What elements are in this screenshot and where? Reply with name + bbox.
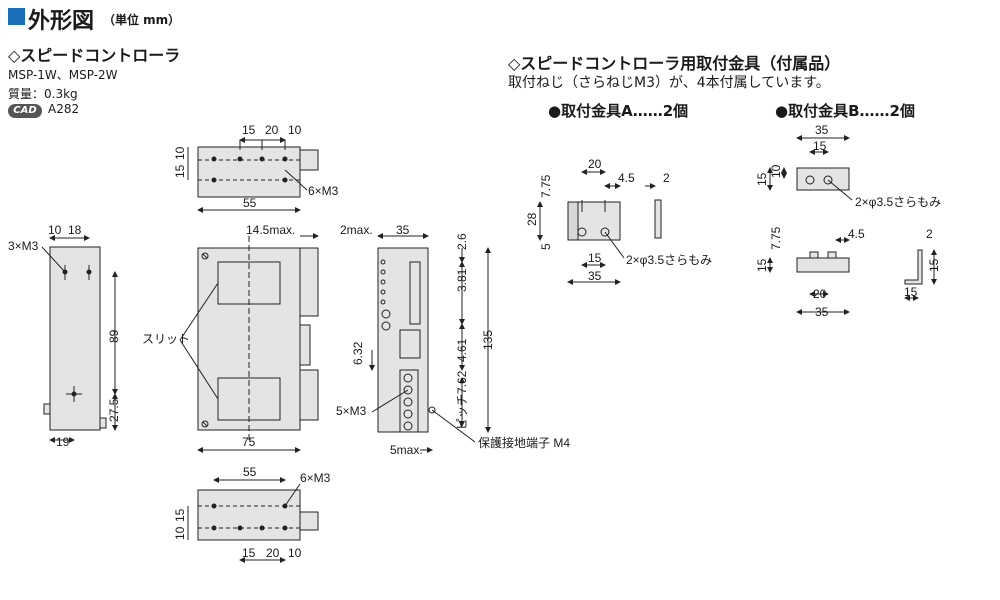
- dim-bot-v10: 10: [173, 526, 187, 540]
- dim-b-35: 35: [815, 123, 829, 137]
- side-body: [49, 246, 101, 431]
- dim-a-35: 35: [588, 269, 602, 283]
- unit-label: （単位 mm）: [103, 13, 181, 27]
- front-view: [179, 233, 319, 453]
- bracket-a-title: ●取付金具A……2個: [548, 102, 689, 120]
- dim-bot-55: 55: [243, 465, 257, 479]
- controller-mass: 質量：0.3kg: [8, 87, 78, 101]
- dim-b-v10: 10: [769, 164, 783, 178]
- dim-r-35: 35: [396, 223, 410, 237]
- dim-front-75: 75: [242, 435, 256, 449]
- dim-b-775: 7.75: [769, 226, 783, 250]
- dim-b-45: 4.5: [848, 227, 865, 241]
- top-view: [187, 137, 319, 213]
- dim-top-6m3: 6×M3: [308, 184, 339, 198]
- dim-r-461: 4.61: [455, 338, 469, 362]
- dim-top-55: 55: [243, 196, 257, 210]
- dim-top-15: 15: [242, 123, 256, 137]
- side-view: [41, 235, 118, 443]
- dim-bot-10: 10: [288, 546, 302, 560]
- dim-bot-15: 15: [242, 546, 256, 560]
- bottom-body: [197, 489, 301, 541]
- top-body: [197, 146, 301, 198]
- dim-b-sidev15: 15: [927, 258, 941, 272]
- bracket-a-drawing: [537, 169, 662, 285]
- dim-r-5m3: 5×M3: [336, 404, 367, 418]
- dim-a-csk: 2×φ3.5さらもみ: [626, 253, 712, 267]
- cad-number: A282: [48, 102, 80, 116]
- right-view: [369, 233, 491, 453]
- cad-badge: CAD: [8, 104, 42, 118]
- header-square-marker: [8, 8, 25, 25]
- dim-b-side15: 15: [904, 285, 918, 299]
- dim-a-5: 5: [539, 243, 553, 250]
- dim-a-15: 15: [588, 251, 602, 265]
- dim-top-10: 10: [288, 123, 302, 137]
- bracket-section-title: ◇スピードコントローラ用取付金具（付属品）: [508, 54, 841, 73]
- dim-r-762: ピッチ7.62: [455, 370, 469, 430]
- page-title: 外形図: [28, 9, 95, 34]
- bracket-b-title: ●取付金具B……2個: [775, 102, 915, 120]
- dim-a-2: 2: [663, 171, 670, 185]
- bracket-b-drawing: [767, 135, 937, 315]
- dim-b-csk: 2×φ3.5さらもみ: [855, 195, 941, 209]
- dim-bot-v15: 15: [173, 508, 187, 522]
- dim-top-v10: 10: [173, 146, 187, 160]
- dim-top-v15: 15: [173, 164, 187, 178]
- dim-b-v15: 15: [755, 172, 769, 186]
- dim-r-135: 135: [481, 330, 495, 350]
- dim-side-275: 27.5: [107, 398, 121, 422]
- dim-front-145: 14.5max.: [246, 223, 295, 237]
- dim-bot-6m3: 6×M3: [300, 471, 331, 485]
- dim-b-bot35: 35: [815, 305, 829, 319]
- dim-front-slit: スリット: [142, 332, 190, 346]
- dim-side-10: 10: [48, 223, 62, 237]
- dim-side-19: 19: [56, 435, 70, 449]
- dim-b-15: 15: [813, 139, 827, 153]
- dim-b-20: 20: [813, 287, 827, 301]
- dim-a-20: 20: [588, 157, 602, 171]
- dim-r-381: 3.81: [455, 268, 469, 292]
- top-connector: [299, 149, 319, 171]
- dim-r-2max: 2max.: [340, 223, 373, 237]
- dim-r-632: 6.32: [351, 341, 365, 365]
- dim-a-775: 7.75: [539, 174, 553, 198]
- bottom-view: [187, 477, 319, 563]
- dim-b-vs15: 15: [755, 258, 769, 272]
- dim-a-45: 4.5: [618, 171, 635, 185]
- terminal-block: [399, 369, 419, 433]
- controller-section-title: ◇スピードコントローラ: [8, 46, 181, 65]
- dim-r-ground: 保護接地端子 M4: [478, 435, 570, 450]
- controller-models: MSP-1W、MSP-2W: [8, 68, 118, 82]
- dim-side-89: 89: [107, 329, 121, 343]
- dim-side-18: 18: [68, 223, 82, 237]
- dim-b-2: 2: [926, 227, 933, 241]
- dim-r-26: 2.6: [455, 233, 469, 250]
- dim-a-28: 28: [525, 212, 539, 226]
- dim-side-3m3: 3×M3: [8, 239, 39, 253]
- bracket-note: 取付ねじ（さらねじM3）が、4本付属しています。: [508, 75, 830, 91]
- dim-top-20: 20: [265, 123, 279, 137]
- dim-bot-20: 20: [266, 546, 280, 560]
- dim-r-5max: 5max.: [390, 443, 423, 457]
